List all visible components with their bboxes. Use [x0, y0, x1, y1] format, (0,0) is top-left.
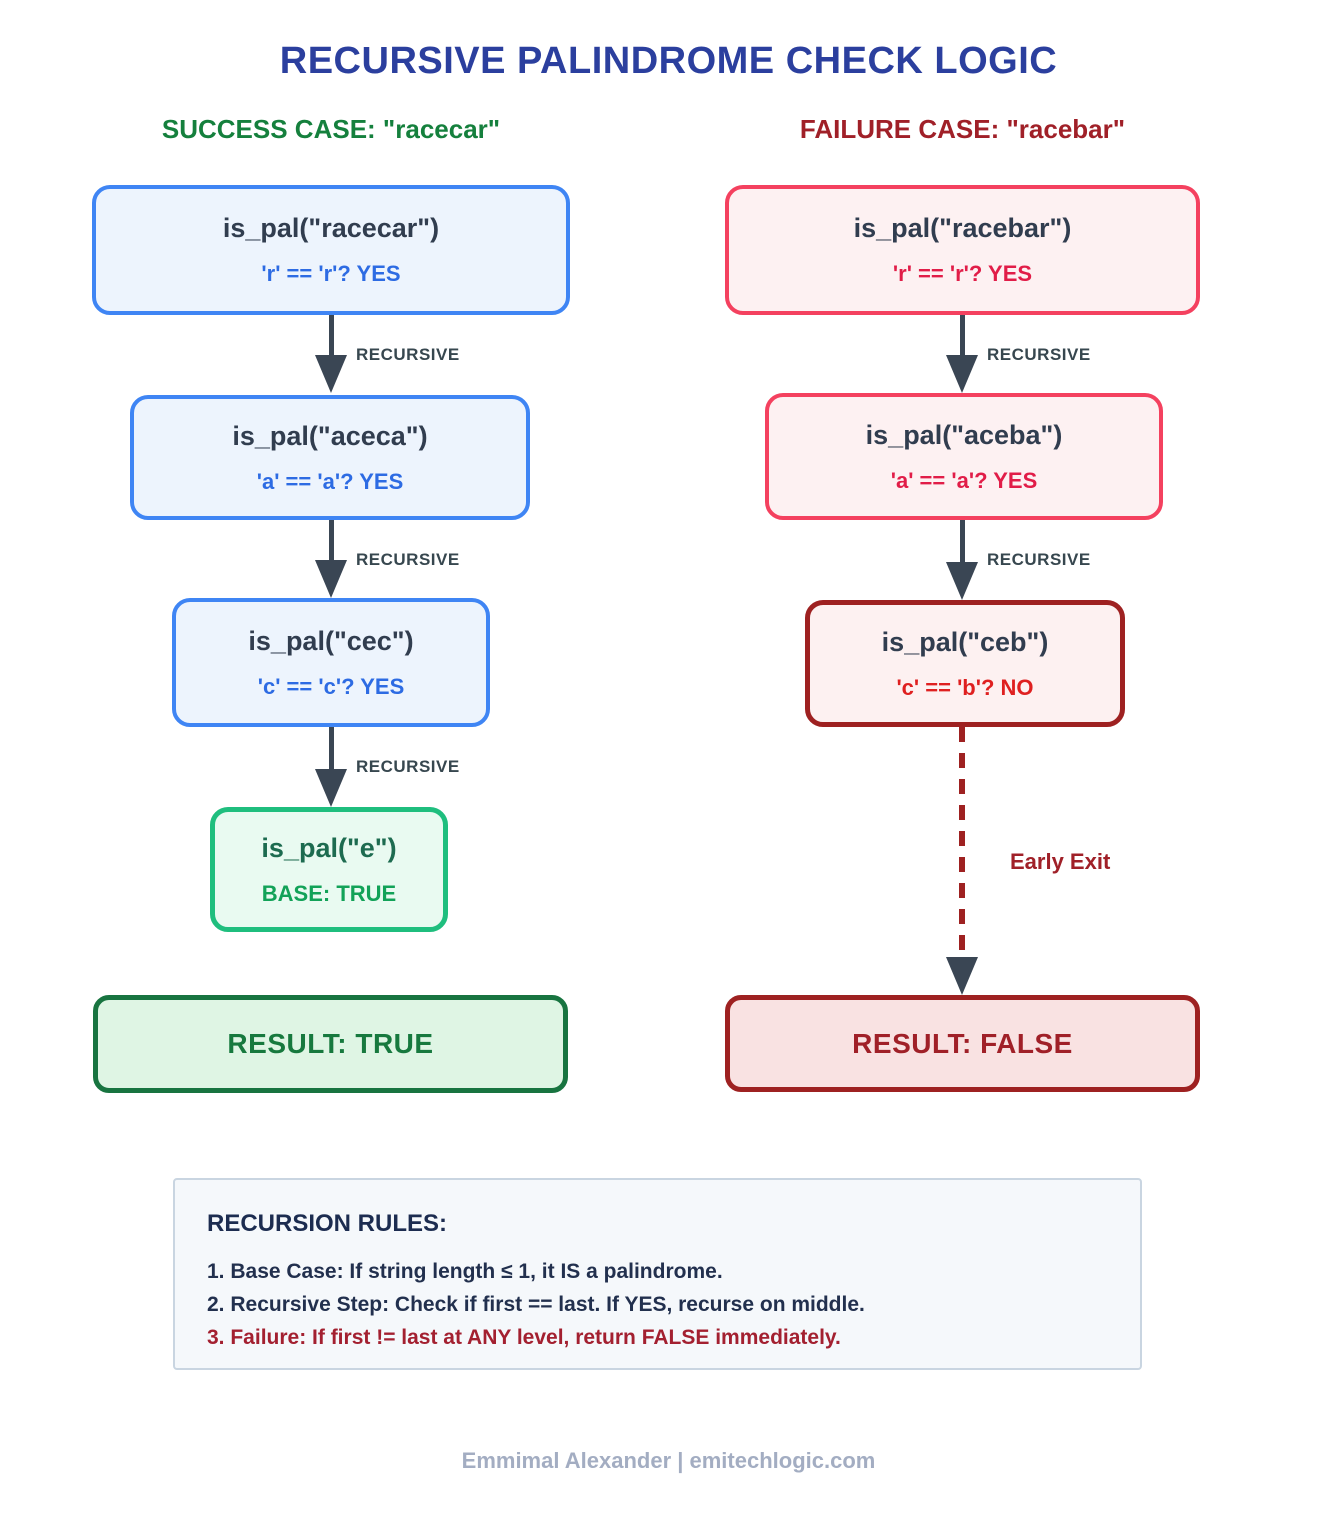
recursive-arrow: RECURSIVE: [314, 520, 459, 598]
success-step-3-box: is_pal("cec") 'c' == 'c'? YES: [172, 598, 490, 727]
arrow-line: [328, 520, 334, 560]
recursive-arrow: RECURSIVE: [314, 727, 459, 807]
recursive-arrow: RECURSIVE: [945, 315, 1090, 393]
success-case-header: SUCCESS CASE: "racecar": [161, 114, 501, 144]
call-label: is_pal("ceb"): [881, 626, 1049, 657]
arrow-line: [328, 315, 334, 355]
attribution-footer: Emmimal Alexander | emitechlogic.com: [461, 1448, 876, 1473]
page-title: RECURSIVE PALINDROME CHECK LOGIC: [279, 40, 1058, 82]
check-label: 'a' == 'a'? YES: [890, 467, 1038, 493]
rules-heading: RECURSION RULES:: [207, 1210, 448, 1237]
arrow-line: [328, 727, 334, 769]
result-true-label: RESULT: TRUE: [227, 1028, 434, 1059]
arrow-label: RECURSIVE: [987, 345, 1091, 364]
arrowhead-icon: [315, 769, 347, 807]
arrow-label: RECURSIVE: [987, 550, 1091, 569]
recursion-rules-panel: RECURSION RULES: 1. Base Case: If string…: [173, 1178, 1142, 1370]
success-step-2-box: is_pal("aceca") 'a' == 'a'? YES: [130, 395, 530, 520]
early-exit-label: Early Exit: [1010, 849, 1111, 874]
check-label: 'r' == 'r'? YES: [892, 261, 1033, 286]
arrowhead-icon: [946, 562, 978, 600]
check-label: 'c' == 'b'? NO: [896, 674, 1034, 700]
recursive-arrow: RECURSIVE: [945, 520, 1090, 600]
check-label: 'c' == 'c'? YES: [257, 673, 405, 699]
arrow-line: [959, 315, 965, 355]
dashed-line: [959, 727, 965, 957]
failure-step-2-box: is_pal("aceba") 'a' == 'a'? YES: [765, 393, 1163, 520]
arrowhead-icon: [946, 355, 978, 393]
rule-recursive-step: 2. Recursive Step: Check if first == las…: [207, 1293, 865, 1316]
call-label: is_pal("aceca"): [232, 420, 428, 451]
check-label: BASE: TRUE: [261, 880, 397, 906]
rule-base-case: 1. Base Case: If string length ≤ 1, it I…: [207, 1260, 723, 1283]
call-label: is_pal("racecar"): [222, 213, 440, 243]
arrowhead-icon: [315, 560, 347, 598]
result-false-box: RESULT: FALSE: [725, 995, 1200, 1092]
failure-step-1-box: is_pal("racebar") 'r' == 'r'? YES: [725, 185, 1200, 315]
call-label: is_pal("cec"): [248, 625, 414, 656]
arrow-label: RECURSIVE: [356, 550, 460, 569]
failure-case-header: FAILURE CASE: "racebar": [799, 114, 1126, 144]
arrowhead-icon: [315, 355, 347, 393]
success-step-1-box: is_pal("racecar") 'r' == 'r'? YES: [92, 185, 570, 315]
call-label: is_pal("aceba"): [865, 419, 1063, 450]
arrow-label: RECURSIVE: [356, 757, 460, 776]
early-exit-dashed-arrow: [945, 727, 979, 995]
failure-step-3-box: is_pal("ceb") 'c' == 'b'? NO: [805, 600, 1125, 727]
rule-failure: 3. Failure: If first != last at ANY leve…: [207, 1326, 841, 1349]
result-true-box: RESULT: TRUE: [93, 995, 568, 1093]
result-false-label: RESULT: FALSE: [852, 1027, 1073, 1059]
check-label: 'r' == 'r'? YES: [261, 261, 401, 286]
call-label: is_pal("racebar"): [853, 213, 1072, 243]
call-label: is_pal("e"): [261, 832, 397, 863]
arrow-line: [959, 520, 965, 562]
success-base-case-box: is_pal("e") BASE: TRUE: [210, 807, 448, 932]
arrow-label: RECURSIVE: [356, 345, 460, 364]
arrowhead-icon: [946, 957, 978, 995]
recursive-arrow: RECURSIVE: [314, 315, 459, 393]
check-label: 'a' == 'a'? YES: [256, 468, 404, 494]
